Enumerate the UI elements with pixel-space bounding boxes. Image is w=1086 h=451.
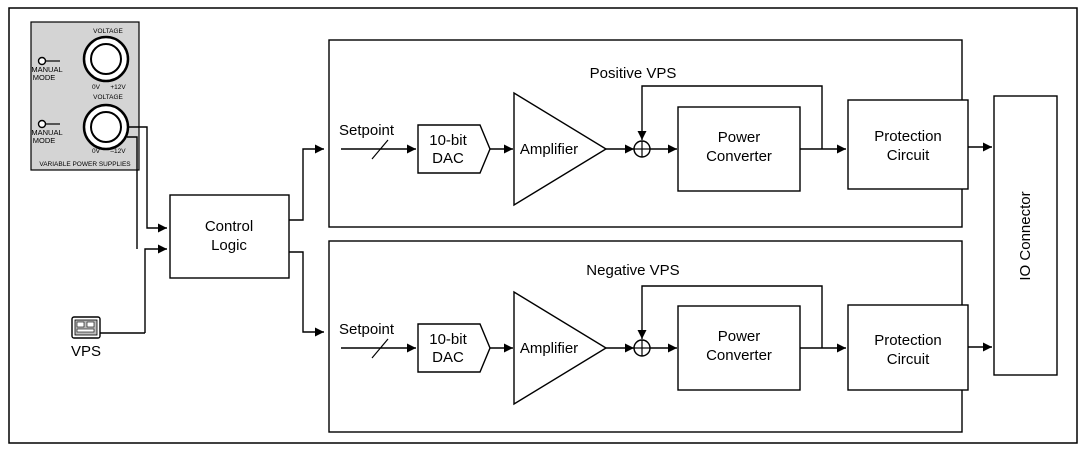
positive-protection-label-1: Protection (874, 128, 942, 145)
negative-power-converter-box (677, 305, 801, 391)
positive-vps-title: Positive VPS (590, 65, 677, 82)
negative-converter-label-2: Converter (706, 347, 772, 364)
negative-bus-slash (371, 338, 389, 359)
voltage-label-top: VOLTAGE (93, 28, 123, 35)
control-logic-label-1: Control (205, 218, 253, 235)
negative-dac-label-2: DAC (432, 349, 464, 366)
manual-mode-label-top-2: MODE (33, 73, 56, 82)
vps-icon-label: VPS (71, 343, 101, 360)
negative-summing-junction (633, 339, 651, 357)
manual-mode-label-bottom-2: MODE (33, 136, 56, 145)
positive-converter-label-1: Power (718, 129, 761, 146)
manual-mode-led-top (37, 56, 60, 66)
panel-to-logic-wire (127, 136, 138, 249)
negative-feedback-loop (637, 285, 823, 348)
negative-dac-block (417, 323, 491, 373)
positive-dac-label-2: DAC (432, 150, 464, 167)
range-max-top: +12V (110, 84, 126, 91)
range-max-bottom: –12V (110, 148, 126, 155)
range-min-top: 0V (92, 84, 101, 91)
positive-converter-label-2: Converter (706, 148, 772, 165)
positive-summing-junction (633, 140, 651, 158)
negative-amplifier-label: Amplifier (520, 340, 578, 357)
vps-to-logic-arrow (144, 244, 167, 333)
manual-mode-led-bottom (37, 119, 60, 129)
panel-to-logic-arrow-top (127, 126, 167, 233)
voltage-knob-bottom[interactable] (82, 103, 130, 151)
negative-amplifier-triangle (513, 290, 608, 406)
negative-setpoint-label: Setpoint (339, 321, 395, 338)
negative-dac-label-1: 10-bit (429, 331, 467, 348)
voltage-knob-top[interactable] (82, 35, 130, 83)
io-connector-box (993, 95, 1058, 376)
vps-software-icon[interactable] (71, 316, 145, 339)
positive-vps-channel: Positive VPS Setpoint 10-bit DAC Amplifi… (328, 39, 992, 228)
logic-to-positive-arrow (289, 144, 324, 221)
positive-bus-slash (371, 139, 389, 160)
positive-dac-block (417, 124, 491, 174)
positive-setpoint-label: Setpoint (339, 122, 395, 139)
voltage-label-bottom: VOLTAGE (93, 94, 123, 101)
positive-protection-label-2: Circuit (887, 147, 930, 164)
outer-frame (8, 7, 1078, 444)
negative-protection-circuit-box (847, 304, 969, 391)
negative-vps-channel: Negative VPS Setpoint 10-bit DAC Amplifi… (328, 240, 992, 433)
negative-vps-title: Negative VPS (586, 262, 679, 279)
manual-mode-label-bottom-1: MANUAL (31, 128, 62, 137)
io-connector-label: IO Connector (1017, 191, 1034, 280)
logic-to-negative-arrow (289, 251, 324, 337)
positive-dac-label-1: 10-bit (429, 132, 467, 149)
range-min-bottom: 0V (92, 148, 101, 155)
positive-amplifier-triangle (513, 91, 608, 207)
positive-feedback-loop (637, 85, 823, 149)
negative-protection-label-1: Protection (874, 332, 942, 349)
negative-converter-label-1: Power (718, 328, 761, 345)
control-logic-label-2: Logic (211, 237, 247, 254)
panel-caption: VARIABLE POWER SUPPLIES (39, 161, 131, 168)
manual-mode-label-top-1: MANUAL (31, 65, 62, 74)
negative-protection-label-2: Circuit (887, 351, 930, 368)
control-logic-box (169, 194, 290, 279)
positive-protection-circuit-box (847, 99, 969, 190)
positive-amplifier-label: Amplifier (520, 141, 578, 158)
front-panel: VOLTAGE MANUAL MODE 0V +12V VOLTAGE MANU… (30, 21, 140, 171)
